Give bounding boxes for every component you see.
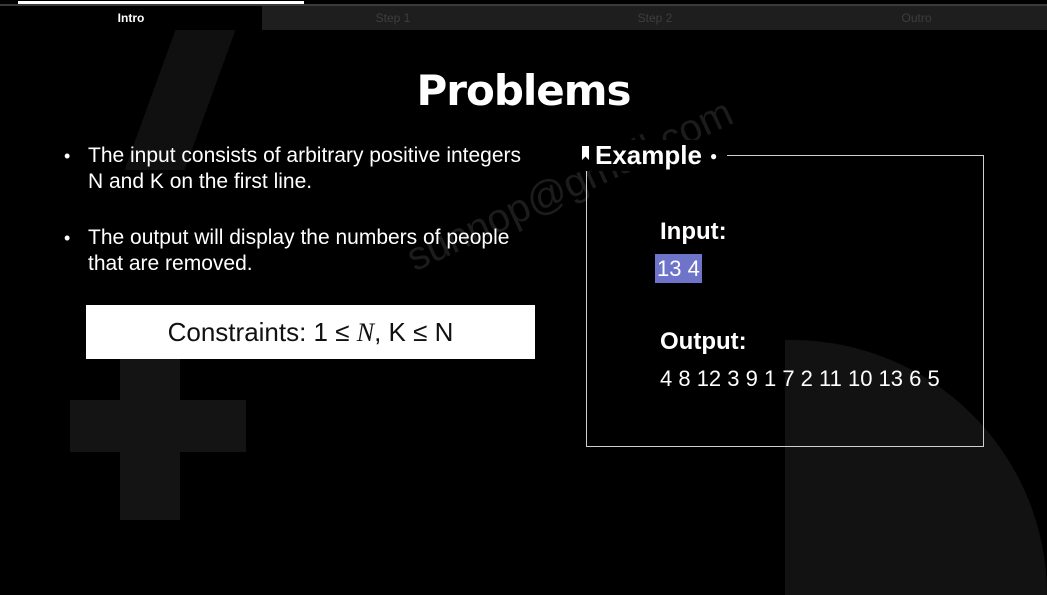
bullet-text: The output will display the numbers of p… xyxy=(88,226,510,275)
tab-outro[interactable]: Outro xyxy=(786,6,1047,30)
tab-step-2[interactable]: Step 2 xyxy=(524,6,786,30)
slide-title: Problems xyxy=(416,66,631,115)
example-label: Example xyxy=(595,140,702,170)
bullet-dot-icon: • xyxy=(64,228,71,248)
tab-step-1[interactable]: Step 1 xyxy=(262,6,524,30)
step-tabs: Intro Step 1 Step 2 Outro xyxy=(0,0,1047,30)
input-label: Input: xyxy=(660,218,727,245)
constraints-var-n: N xyxy=(356,318,375,347)
bookmark-icon xyxy=(582,146,589,160)
constraints-prefix: Constraints: 1 ≤ xyxy=(167,317,357,347)
input-value[interactable]: 13 4 xyxy=(655,254,702,283)
example-box xyxy=(586,155,984,447)
example-header: Example ● xyxy=(578,140,728,171)
tab-intro[interactable]: Intro xyxy=(0,6,262,30)
output-label: Output: xyxy=(660,328,747,355)
problem-bullets: • The input consists of arbitrary positi… xyxy=(64,143,524,307)
bullet-text: The input consists of arbitrary positive… xyxy=(88,144,522,193)
constraints-suffix: , K ≤ N xyxy=(374,317,454,347)
bullet-item: • The output will display the numbers of… xyxy=(64,225,524,277)
bullet-item: • The input consists of arbitrary positi… xyxy=(64,143,524,195)
constraints-box: Constraints: 1 ≤ N, K ≤ N xyxy=(86,305,535,359)
dot-icon: ● xyxy=(709,149,718,163)
tabs-divider xyxy=(0,4,1047,6)
output-value: 4 8 12 3 9 1 7 2 11 10 13 6 5 xyxy=(660,366,940,391)
progress-indicator xyxy=(18,1,304,4)
background-plus-horizontal xyxy=(70,400,246,452)
selected-input-text[interactable]: 13 4 xyxy=(655,254,702,283)
bullet-dot-icon: • xyxy=(64,146,71,166)
